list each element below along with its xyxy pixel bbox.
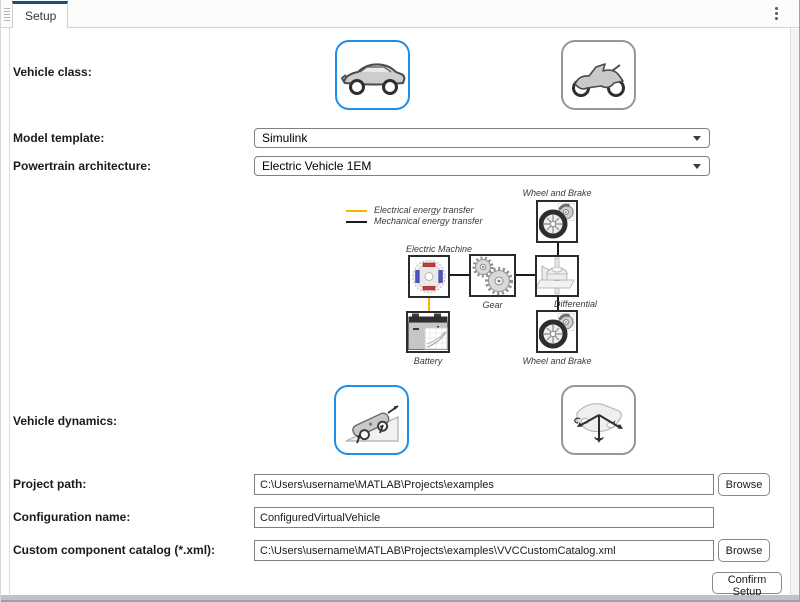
legend-electrical-label: Electrical energy transfer (374, 205, 474, 215)
powertrain-architecture-value: Electric Vehicle 1EM (262, 159, 372, 173)
confirm-setup-button[interactable]: Confirm Setup (712, 572, 782, 598)
custom-catalog-label: Custom component catalog (*.xml): (13, 543, 216, 557)
battery-icon (408, 313, 448, 350)
panel-left-border (9, 28, 10, 595)
window-bottom-edge (1, 595, 799, 602)
motorcycle-icon (571, 63, 625, 97)
wheel-brake-rear-block (536, 310, 578, 353)
connection-em-gear (449, 274, 469, 276)
differential-icon (537, 257, 575, 295)
project-path-browse-button[interactable]: Browse (718, 473, 770, 496)
scrollbar-track[interactable] (791, 29, 799, 595)
connection-differential-wheel-rear (557, 297, 559, 310)
gear-icon (472, 256, 513, 295)
document-tab-bar: Setup (1, 0, 799, 28)
dropdown-arrow-icon (693, 164, 701, 169)
longitudinal-dynamics-icon (345, 405, 399, 444)
model-template-value: Simulink (262, 131, 308, 145)
vehicle-class-motorcycle-button[interactable] (561, 40, 636, 110)
differential-block (535, 255, 579, 297)
custom-catalog-input[interactable] (254, 540, 714, 561)
model-template-label: Model template: (13, 131, 105, 145)
wheel-brake-front-block (536, 200, 578, 243)
vehicle-class-label: Vehicle class: (13, 65, 92, 79)
connection-gear-differential (516, 274, 535, 276)
gear-label: Gear (482, 300, 503, 310)
battery-label: Battery (413, 356, 443, 366)
tab-setup-label: Setup (25, 9, 57, 23)
custom-catalog-browse-button[interactable]: Browse (718, 539, 770, 562)
vehicle-dynamics-six-dof-button[interactable] (561, 385, 636, 455)
wheel-and-brake-icon (539, 313, 575, 349)
electric-machine-label: Electric Machine (406, 244, 473, 254)
legend-electrical-line (346, 210, 367, 212)
powertrain-architecture-select[interactable]: Electric Vehicle 1EM (254, 156, 710, 176)
connection-differential-wheel-front (557, 243, 559, 255)
project-path-input[interactable] (254, 474, 714, 495)
wheel-and-brake-icon (539, 203, 575, 239)
electric-machine-icon (412, 259, 446, 294)
legend-mechanical-line (346, 221, 367, 223)
connection-battery-em-electrical (428, 298, 430, 311)
electric-machine-block (408, 255, 450, 298)
gear-block (469, 254, 516, 297)
wheel-brake-front-label: Wheel and Brake (522, 188, 592, 198)
configuration-name-label: Configuration name: (13, 510, 131, 524)
powertrain-architecture-label: Powertrain architecture: (13, 159, 152, 173)
vehicle-dynamics-longitudinal-button[interactable] (334, 385, 409, 455)
configuration-name-input[interactable] (254, 507, 714, 528)
model-template-select[interactable]: Simulink (254, 128, 710, 148)
car-icon (340, 63, 405, 95)
dropdown-arrow-icon (693, 136, 701, 141)
legend-mechanical-label: Mechanical energy transfer (374, 216, 483, 226)
tab-setup[interactable]: Setup (12, 1, 68, 28)
differential-label: Differential (554, 299, 598, 309)
six-dof-dynamics-icon (573, 403, 623, 443)
panel-grip-icon[interactable] (4, 8, 10, 22)
battery-block (406, 311, 450, 353)
vehicle-class-car-button[interactable] (335, 40, 410, 110)
project-path-label: Project path: (13, 477, 87, 491)
vehicle-dynamics-label: Vehicle dynamics: (13, 414, 118, 428)
panel-right-border (790, 28, 791, 595)
kebab-menu-icon[interactable] (775, 7, 779, 23)
wheel-brake-rear-label: Wheel and Brake (522, 356, 592, 366)
